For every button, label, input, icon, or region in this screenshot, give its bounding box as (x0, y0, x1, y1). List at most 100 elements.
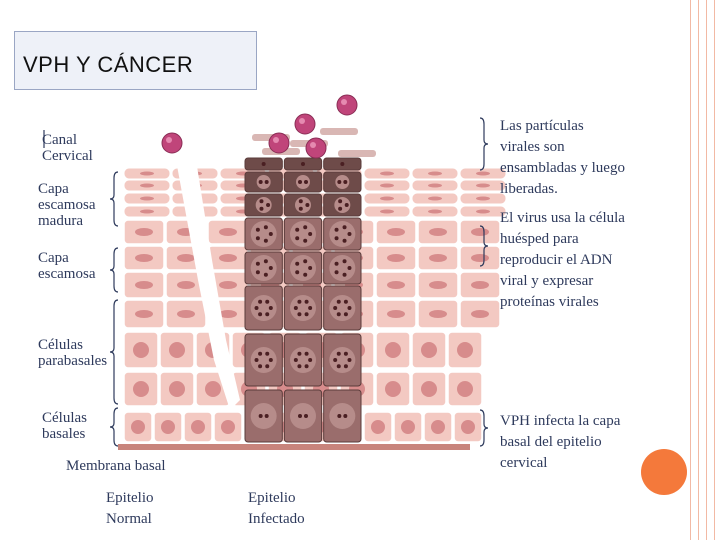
cell-nucleus (177, 254, 195, 262)
cell-nucleus (140, 209, 154, 214)
virus-dna (305, 203, 310, 207)
virus-dna (298, 206, 303, 211)
virus-dna (265, 312, 270, 317)
cell-nucleus (169, 381, 185, 397)
virus-dna (343, 299, 348, 304)
infected-nucleus (296, 175, 310, 189)
cell-nucleus (428, 196, 442, 201)
virus-dna (293, 358, 298, 362)
virus-dna (347, 232, 352, 236)
virus-particle (305, 137, 327, 159)
cell-nucleus (177, 281, 195, 289)
left-bracket (109, 407, 119, 447)
virus-dna (258, 414, 263, 418)
virus-dna (308, 358, 313, 362)
cell-nucleus (471, 281, 489, 289)
virus-dna (334, 270, 339, 275)
virus-dna (258, 364, 263, 369)
virus-dna (301, 162, 305, 166)
cell-nucleus (135, 281, 153, 289)
cell-nucleus (476, 209, 490, 214)
virus-particle-highlight (166, 137, 172, 143)
infected-nucleus (250, 295, 277, 321)
cell-nucleus (471, 310, 489, 318)
virus-dna (297, 351, 302, 356)
cell-nucleus (387, 254, 405, 262)
cell-nucleus (476, 196, 490, 201)
virus-dna (342, 272, 347, 277)
cell-nucleus (219, 310, 237, 318)
infected-nucleus (290, 347, 316, 373)
cell-nucleus (387, 281, 405, 289)
virus-dna (304, 180, 308, 184)
virus-dna (343, 180, 348, 184)
cell-nucleus (429, 228, 447, 236)
cell-nucleus (133, 342, 149, 358)
virus-dna (255, 270, 260, 275)
virus-particle (161, 132, 183, 154)
cell-nucleus (135, 254, 153, 262)
shedding-cell (338, 150, 376, 157)
cell-nucleus (219, 254, 237, 262)
virus-dna (263, 272, 268, 277)
right-bracket (479, 117, 489, 171)
infected-nucleus (335, 175, 350, 189)
virus-particle (268, 132, 290, 154)
virus-particle-highlight (299, 118, 305, 124)
virus-dna (338, 206, 343, 211)
infected-nucleus (290, 403, 316, 429)
virus-dna (304, 351, 309, 356)
cell-nucleus (205, 381, 221, 397)
cell-nucleus (457, 342, 473, 358)
virus-dna (295, 227, 300, 232)
virus-dna (264, 180, 269, 184)
virus-particle-highlight (273, 137, 279, 143)
virus-dna (340, 162, 345, 166)
cell-nucleus (428, 183, 442, 188)
virus-dna (266, 203, 271, 207)
virus-dna (268, 306, 273, 310)
cell-nucleus (385, 381, 401, 397)
virus-dna (265, 364, 270, 369)
shedding-cell (320, 128, 358, 135)
virus-dna (298, 199, 303, 204)
title-box: VPH Y CÁNCER (14, 31, 257, 90)
virus-dna (259, 206, 264, 211)
virus-dna (304, 312, 309, 317)
virus-dna (255, 261, 260, 266)
label-celulas-parabasales: Células parabasales (38, 337, 108, 369)
infected-nucleus (329, 295, 356, 321)
virus-dna (264, 414, 269, 418)
virus-dna (342, 225, 347, 230)
virus-dna (303, 225, 308, 230)
label-celulas-basales: Células basales (42, 410, 87, 442)
cell-nucleus (428, 171, 442, 176)
virus-dna (268, 232, 273, 236)
virus-dna (344, 203, 349, 207)
cell-nucleus (161, 420, 175, 434)
virus-dna (298, 180, 302, 184)
cell-nucleus (471, 254, 489, 262)
virus-dna (265, 299, 270, 304)
infected-nucleus (329, 255, 356, 281)
infected-nucleus (290, 295, 316, 321)
virus-dna (347, 358, 352, 362)
virus-dna (259, 199, 264, 204)
infected-epithelium (244, 157, 362, 443)
virus-dna (342, 238, 347, 243)
virus-dna (308, 232, 313, 236)
virus-particles (161, 94, 358, 159)
cell-nucleus (131, 420, 145, 434)
virus-dna (337, 414, 342, 418)
infected-nucleus (250, 403, 277, 429)
virus-dna (295, 236, 300, 241)
cell-nucleus (387, 228, 405, 236)
virus-particle-highlight (341, 99, 347, 105)
virus-dna (308, 306, 313, 310)
virus-dna (304, 364, 309, 369)
slide-border-line (690, 0, 691, 540)
label-epitelio-infectado: Epitelio Infectado (248, 490, 305, 527)
label-epitelio-normal: Epitelio Normal (106, 490, 154, 527)
cell-nucleus (385, 342, 401, 358)
